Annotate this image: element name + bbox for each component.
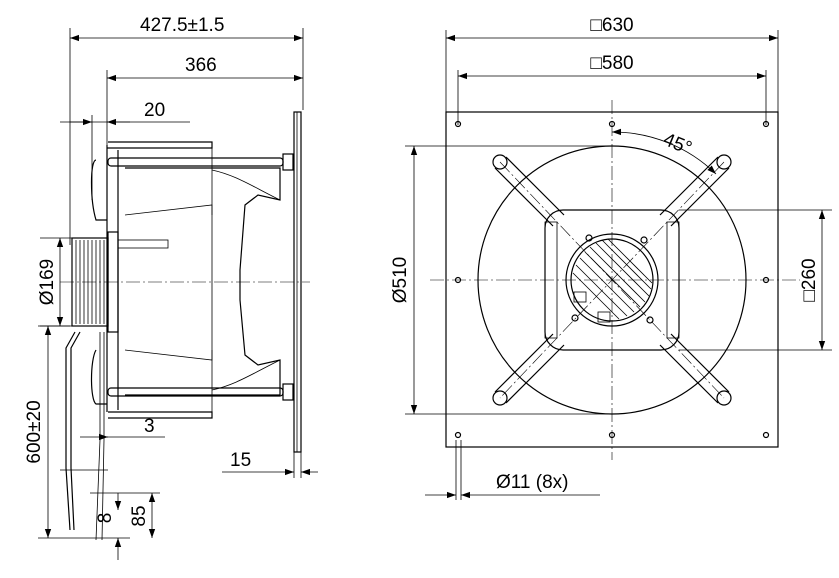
bracket-angle-label: 45°: [660, 129, 695, 159]
inlet-offset-label: 20: [144, 100, 165, 121]
support-rod-top: [107, 157, 284, 167]
hub-size-label: □260: [799, 258, 820, 301]
mounting-holes: [454, 120, 770, 439]
wire-strip-label: 8: [95, 513, 116, 524]
plate-size-label: □630: [590, 15, 633, 36]
cable-end-label: 85: [129, 505, 150, 526]
hole-pitch-label: □580: [590, 53, 633, 74]
cable: [65, 331, 76, 531]
cable-length-label: 600±20: [24, 400, 45, 463]
angle-arc: [611, 128, 717, 175]
mounting-holes-label: Ø11 (8x): [496, 472, 569, 493]
housing-depth-label: 366: [185, 55, 217, 76]
cable-offset-label: 3: [144, 416, 155, 437]
ring-diameter-label: Ø510: [390, 257, 411, 303]
side-view: 427.5±1.5 366 20: [24, 15, 318, 560]
front-view: □630 □580 Ø510 □260: [390, 15, 832, 500]
impeller-body: [107, 141, 213, 149]
plate-thickness-label: 15: [230, 450, 251, 471]
overall-depth-label: 427.5±1.5: [140, 15, 224, 36]
motor-diameter-label: Ø169: [37, 259, 58, 305]
